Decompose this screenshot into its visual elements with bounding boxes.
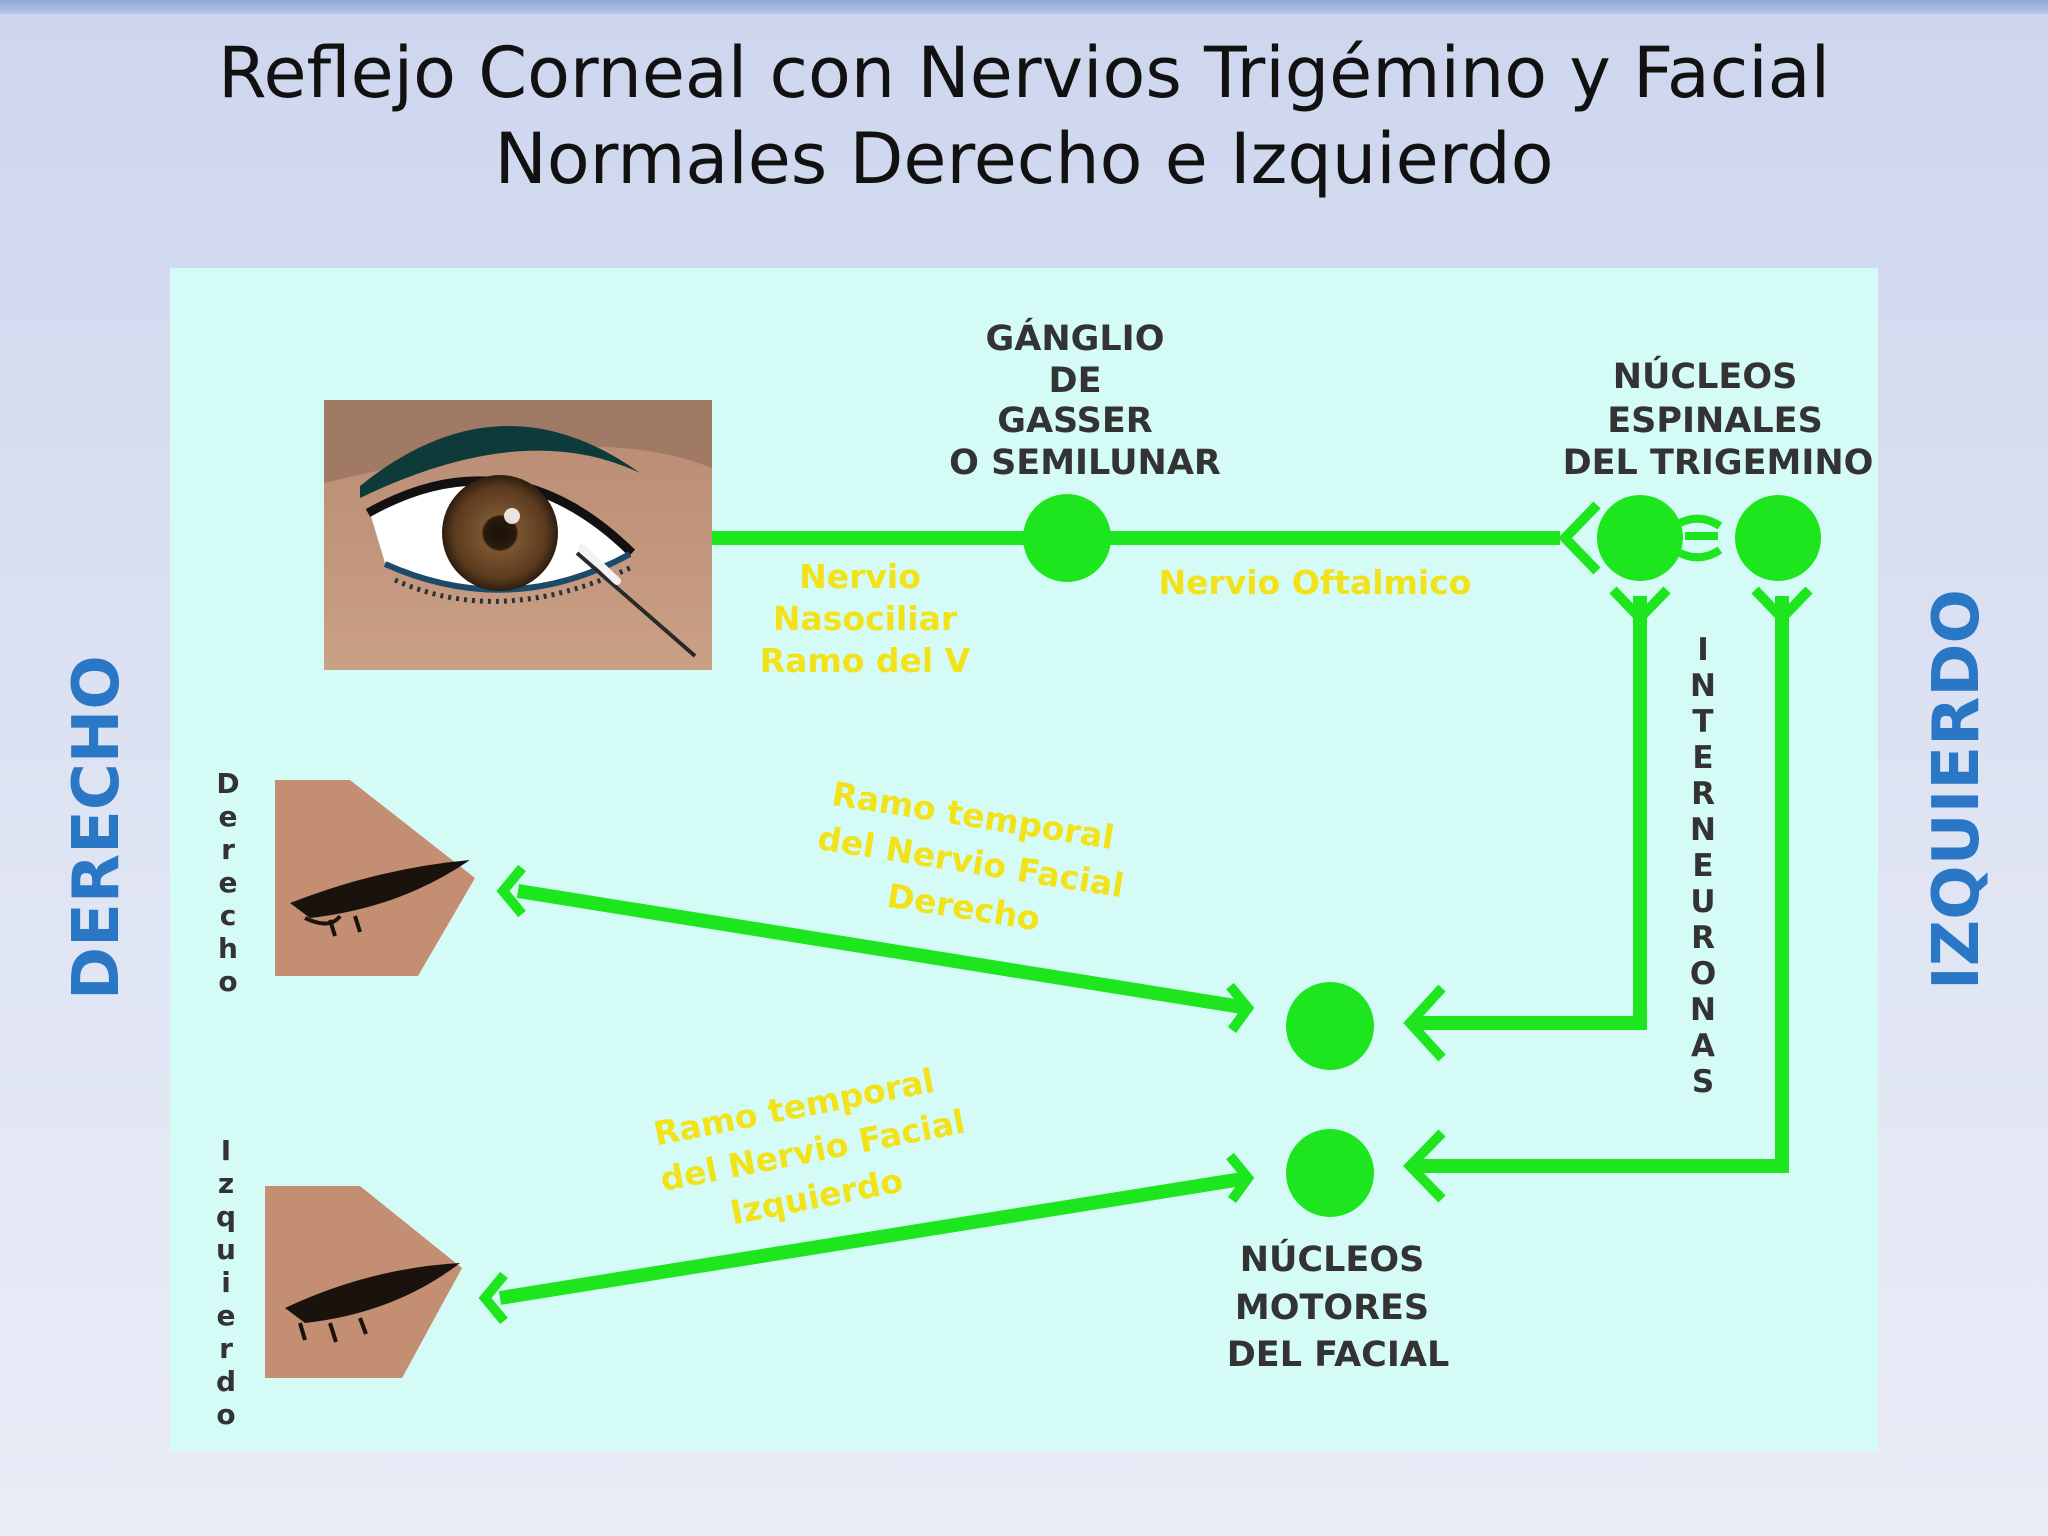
interneuron-fork-left — [1751, 586, 1813, 626]
svg-text:e: e — [219, 800, 238, 833]
left-branch-label: Ramo temporal del Nervio Facial Izquierd… — [650, 1061, 968, 1233]
svg-text:D: D — [216, 767, 239, 800]
svg-text:h: h — [218, 932, 238, 965]
svg-text:i: i — [221, 1266, 231, 1299]
motor-nucleus-right-node — [1286, 982, 1374, 1070]
interneuron-right — [1410, 596, 1647, 1030]
svg-text:o: o — [216, 1398, 235, 1431]
svg-text:T: T — [1692, 704, 1713, 740]
svg-text:I: I — [1697, 632, 1709, 668]
svg-text:e: e — [219, 866, 238, 899]
svg-text:NÚCLEOS: NÚCLEOS — [1240, 1238, 1425, 1280]
svg-text:Nervio: Nervio — [799, 557, 921, 596]
eye-right-vertical-label: D e r e c h o — [216, 767, 239, 998]
spinal-nucleus-left-node — [1735, 495, 1821, 581]
svg-text:N: N — [1690, 668, 1716, 704]
interneuron-fork-right — [1609, 586, 1671, 626]
svg-text:A: A — [1691, 1028, 1715, 1064]
svg-text:O SEMILUNAR: O SEMILUNAR — [949, 443, 1221, 483]
svg-text:GASSER: GASSER — [997, 401, 1153, 441]
motor-fork-right — [1403, 984, 1446, 1062]
svg-text:N: N — [1690, 992, 1716, 1028]
nasociliary-label: Nervio Nasociliar Ramo del V — [760, 557, 971, 680]
svg-text:S: S — [1692, 1064, 1714, 1100]
svg-text:E: E — [1692, 848, 1713, 884]
svg-text:R: R — [1691, 920, 1715, 956]
slide-title: Reflejo Corneal con Nervios Trigémino y … — [0, 30, 2048, 202]
eye-left-vertical-label: I z q u i e r d o — [216, 1134, 236, 1431]
svg-text:ESPINALES: ESPINALES — [1607, 401, 1823, 441]
svg-text:q: q — [216, 1200, 236, 1233]
motor-nuclei-label: NÚCLEOS MOTORES DEL FACIAL — [1227, 1238, 1450, 1375]
gasser-ganglion-node — [1023, 494, 1111, 582]
svg-text:r: r — [219, 1332, 233, 1365]
interneurons-label: I N T E R N E U R O N A S — [1690, 632, 1716, 1100]
svg-text:z: z — [218, 1167, 234, 1200]
motor-nucleus-left-node — [1286, 1129, 1374, 1217]
svg-text:Nasociliar: Nasociliar — [773, 599, 958, 638]
spinal-nuclei-label: NÚCLEOS ESPINALES DEL TRIGEMINO — [1563, 355, 1874, 483]
svg-text:U: U — [1690, 884, 1715, 920]
svg-text:NÚCLEOS: NÚCLEOS — [1613, 355, 1798, 397]
spinal-nucleus-right-node — [1597, 495, 1683, 581]
top-accent-bar — [0, 0, 2048, 14]
interneuron-left — [1410, 596, 1789, 1173]
svg-text:o: o — [218, 965, 237, 998]
reflex-diagram: GÁNGLIO DE GASSER O SEMILUNAR NÚCLEOS ES… — [216, 317, 1874, 1431]
svg-text:O: O — [1690, 956, 1716, 992]
svg-text:I: I — [221, 1134, 231, 1167]
svg-text:e: e — [217, 1299, 236, 1332]
neuron-bodies — [1023, 494, 1821, 1217]
svg-text:DEL FACIAL: DEL FACIAL — [1227, 1335, 1450, 1375]
crossing-fibers — [1678, 514, 1723, 562]
side-label-right: DERECHO — [60, 655, 134, 1000]
svg-text:r: r — [221, 833, 235, 866]
svg-text:c: c — [220, 899, 237, 932]
svg-text:R: R — [1691, 776, 1715, 812]
left-eye-closeup — [265, 1186, 462, 1378]
svg-text:Ramo del V: Ramo del V — [760, 641, 971, 680]
spinal-synapse-fork — [1558, 501, 1601, 575]
right-facial-branch-line — [516, 884, 1250, 1015]
motor-fork-left — [1403, 1129, 1446, 1203]
svg-text:E: E — [1692, 740, 1713, 776]
left-facial-branch-line — [498, 1171, 1250, 1305]
title-line-1: Reflejo Corneal con Nervios Trigémino y … — [217, 32, 1831, 114]
svg-text:DEL TRIGEMINO: DEL TRIGEMINO — [1563, 443, 1874, 483]
svg-text:DE: DE — [1049, 361, 1102, 401]
svg-text:GÁNGLIO: GÁNGLIO — [986, 317, 1165, 359]
ophthalmic-label: Nervio Oftalmico — [1159, 563, 1472, 602]
svg-text:N: N — [1690, 812, 1716, 848]
nerve-pathways — [478, 501, 1813, 1325]
svg-text:MOTORES: MOTORES — [1235, 1288, 1429, 1328]
svg-text:u: u — [216, 1233, 236, 1266]
svg-text:d: d — [216, 1365, 236, 1398]
title-line-2: Normales Derecho e Izquierdo — [494, 118, 1554, 200]
eye-photo — [324, 400, 712, 670]
ganglion-label: GÁNGLIO DE GASSER O SEMILUNAR — [949, 317, 1221, 483]
right-eye-closeup — [275, 780, 475, 976]
reflex-diagram-panel: GÁNGLIO DE GASSER O SEMILUNAR NÚCLEOS ES… — [170, 268, 1878, 1451]
right-branch-label: Ramo temporal del Nervio Facial Derecho — [815, 774, 1127, 939]
side-label-left: IZQUIERDO — [1920, 589, 1994, 990]
